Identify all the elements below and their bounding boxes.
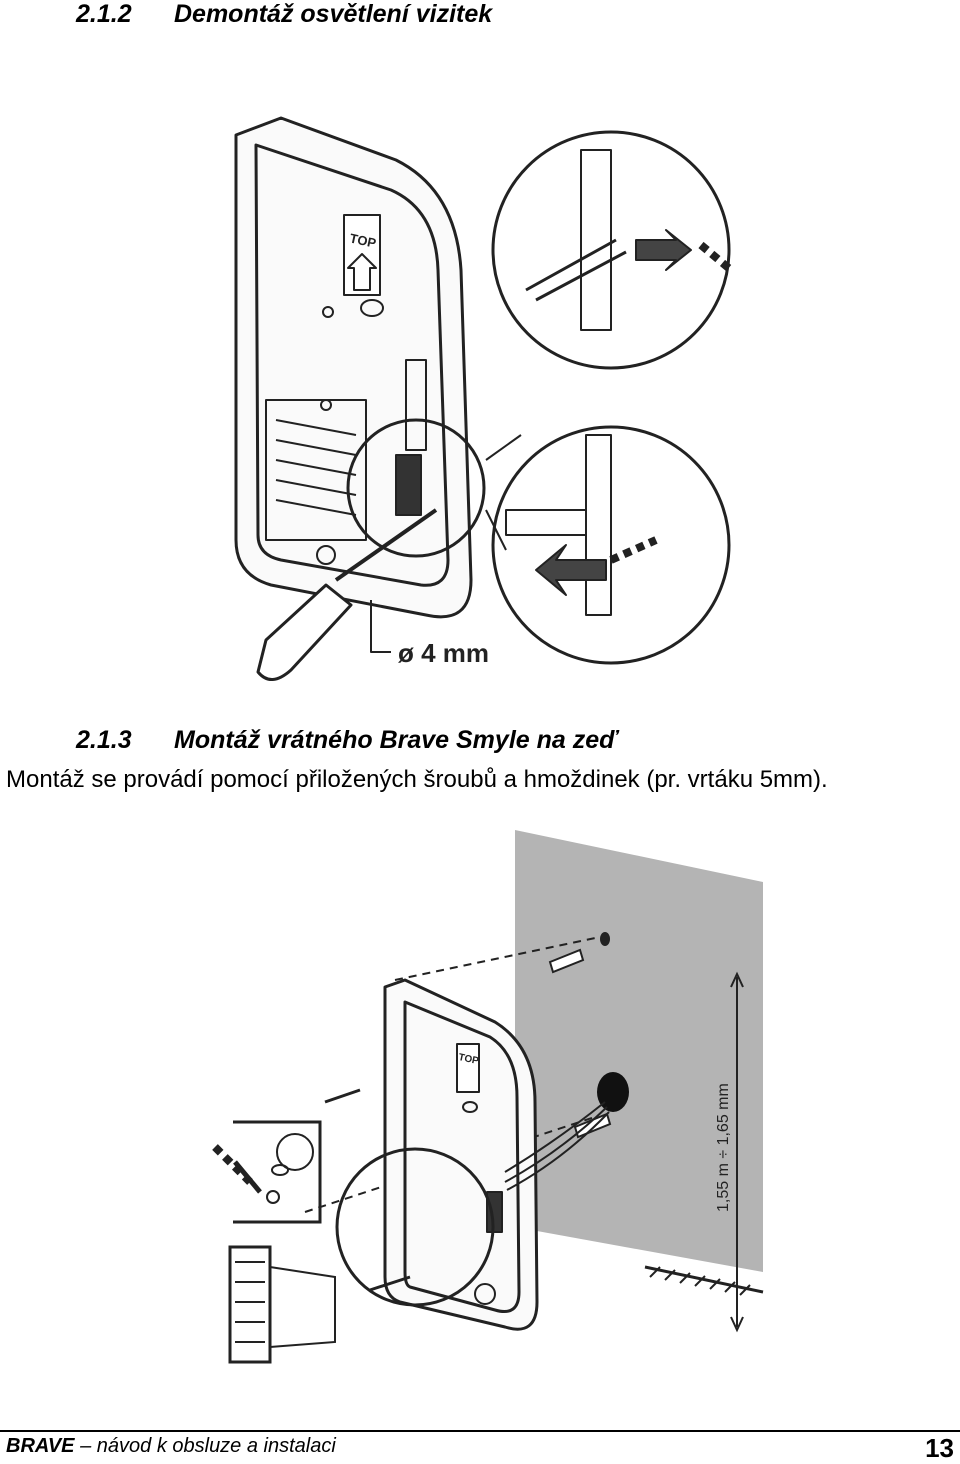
height-label: 1,55 m ÷ 1,65 mm [715,1083,732,1212]
footer-rule [0,1430,960,1432]
footer: BRAVE – návod k obsluze a instalaci [6,1435,336,1458]
section-title: Montáž vrátného Brave Smyle na zeď [174,726,618,754]
section-number: 2.1.2 [76,0,132,28]
footer-brand: BRAVE [6,1435,75,1457]
section-heading-213: 2.1.3 Montáž vrátného Brave Smyle na zeď [76,726,618,755]
figure-wall-mount-drawing: 1,55 m ÷ 1,65 mm TOP [212,830,764,1364]
section-title: Demontáž osvětlení vizitek [174,0,493,28]
footer-text: – návod k obsluze a instalaci [74,1435,336,1457]
diameter-label: ø 4 mm [398,638,489,668]
section-number: 2.1.3 [76,726,132,754]
figure-wall-mount: 1,55 m ÷ 1,65 mm TOP [195,822,770,1382]
section-heading-212: 2.1.2 Demontáž osvětlení vizitek [76,0,492,29]
page-number: 13 [925,1433,954,1463]
top-label: TOP [348,231,377,251]
figure-disassembly-drawing: TOP [234,116,734,681]
top-label: TOP [457,1052,480,1067]
figure-disassembly: TOP [186,40,776,708]
paragraph: Montáž se provádí pomocí přiložených šro… [6,766,828,793]
